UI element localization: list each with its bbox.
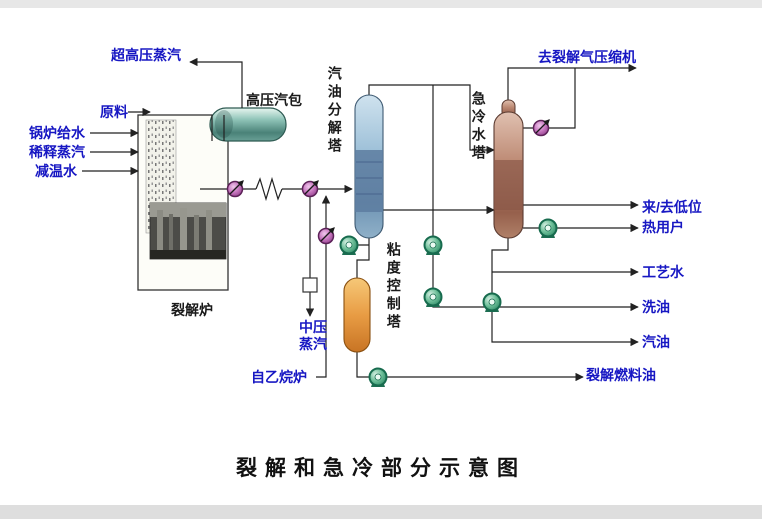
quench-water-tower-vessel bbox=[493, 99, 524, 239]
label-hp-steam-drum: 高压汽包 bbox=[246, 92, 302, 108]
pump-icon bbox=[538, 218, 558, 239]
valve-icon bbox=[228, 181, 244, 197]
top-border-strip bbox=[0, 0, 762, 8]
bottom-border-strip bbox=[0, 505, 762, 519]
label-gasoline-fractionator: 汽油分解塔 bbox=[326, 66, 343, 156]
pump-icon bbox=[339, 235, 359, 256]
label-from-ethane-furnace: 自乙烷炉 bbox=[251, 369, 307, 385]
label-feed: 原料 bbox=[100, 104, 128, 120]
hp-steam-drum-vessel bbox=[209, 107, 287, 142]
valve-icon bbox=[319, 228, 335, 244]
transfer-line-exchanger bbox=[255, 176, 283, 202]
valve-icon bbox=[303, 181, 319, 197]
label-heat-users: 来/去低位热用户 bbox=[642, 199, 702, 236]
label-quench-water-tower: 急冷水塔 bbox=[470, 91, 487, 163]
label-mp-steam: 中压蒸汽 bbox=[299, 319, 327, 352]
label-cracked-fuel-oil: 裂解燃料油 bbox=[586, 367, 656, 383]
pump-icon bbox=[423, 235, 443, 256]
label-uhp-steam: 超高压蒸汽 bbox=[111, 47, 181, 63]
label-gasoline: 汽油 bbox=[642, 334, 670, 350]
label-viscosity-control-tower: 粘度控制塔 bbox=[385, 242, 402, 332]
letdown-box bbox=[302, 277, 318, 293]
cracking-furnace-vessel bbox=[137, 114, 229, 291]
label-cracking-furnace: 裂解炉 bbox=[171, 302, 213, 318]
valve-icon bbox=[534, 120, 550, 136]
label-desuperheat-water: 减温水 bbox=[35, 163, 77, 179]
label-dilution-steam: 稀释蒸汽 bbox=[29, 144, 85, 160]
furnace-photo bbox=[149, 202, 227, 260]
viscosity-control-tower-vessel bbox=[343, 277, 371, 353]
label-process-water: 工艺水 bbox=[642, 264, 684, 280]
pump-icon bbox=[482, 292, 502, 313]
label-wash-oil: 洗油 bbox=[642, 299, 670, 315]
gasoline-fractionator-vessel bbox=[354, 94, 384, 239]
pump-icon bbox=[368, 367, 388, 388]
label-to-compressor: 去裂解气压缩机 bbox=[538, 49, 636, 65]
pump-icon bbox=[423, 287, 443, 308]
label-boiler-feed-water: 锅炉给水 bbox=[29, 125, 85, 141]
diagram-title: 裂解和急冷部分示意图 bbox=[236, 456, 526, 480]
